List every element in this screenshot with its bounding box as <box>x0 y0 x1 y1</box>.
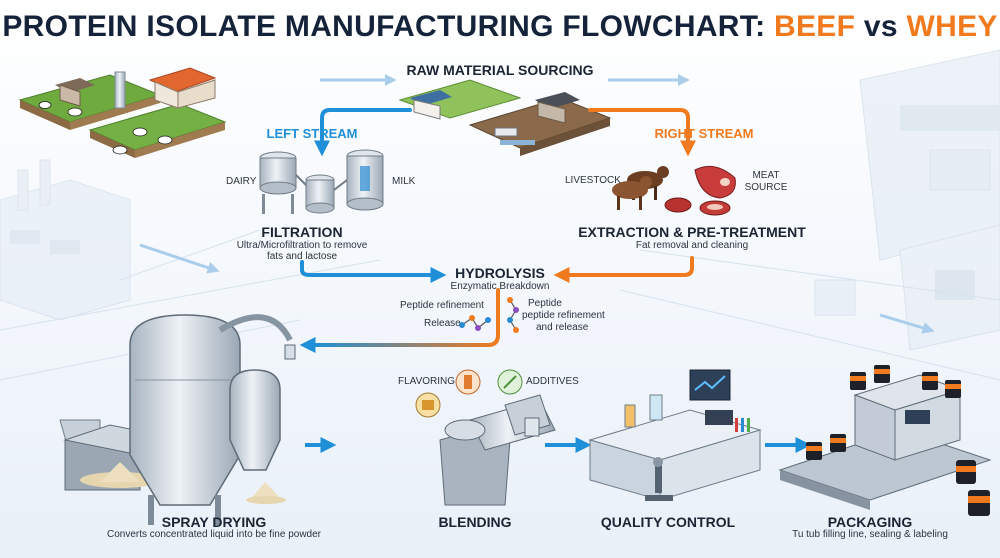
dairy-label: DAIRY <box>226 176 257 187</box>
packaging-description: Tu tub filling line, sealing & labeling <box>792 529 948 540</box>
raw-material-sourcing-label: RAW MATERIAL SOURCING <box>406 62 594 78</box>
factory-left-bg <box>0 159 131 321</box>
stream-connectors <box>299 108 696 353</box>
right-stream-label: RIGHT STREAM <box>654 126 754 141</box>
meat-source-label: MEAT SOURCE <box>745 170 788 194</box>
blending-stage-title: BLENDING <box>438 514 512 530</box>
meat-label-line1: MEAT <box>752 170 780 181</box>
release-label: Release <box>424 318 461 329</box>
filtration-description: Ultra/Microfiltration to remove fats and… <box>237 240 368 262</box>
test-tubes-icon <box>735 418 750 432</box>
filtration-stage-title: FILTRATION <box>261 224 343 240</box>
title-vs: vs <box>855 10 907 43</box>
peptide-refinement-label: Peptide refinement <box>400 300 484 311</box>
extraction-description: Fat removal and cleaning <box>635 240 749 251</box>
meat-source-illustration <box>664 165 736 216</box>
meat-label-line2: SOURCE <box>744 182 788 193</box>
filtration-desc-line2: fats and lactose <box>266 251 338 262</box>
peptide-label: Peptide <box>528 298 562 309</box>
livestock-label: LIVESTOCK <box>565 175 621 186</box>
protein-tubs-icon <box>806 365 990 516</box>
title-prefix: PROTEIN ISOLATE MANUFACTURING FLOWCHART: <box>2 10 775 43</box>
extraction-stage-title: EXTRACTION & PRE-TREATMENT <box>578 224 806 240</box>
packaging-line-illustration <box>778 365 992 516</box>
dairy-tanks-illustration <box>259 149 384 214</box>
peptide-chain-icon <box>507 297 519 333</box>
title-whey: WHEY <box>906 10 998 43</box>
additives-label: ADDITIVES <box>526 376 579 387</box>
background-arrows <box>139 74 935 334</box>
quality-control-stage-title: QUALITY CONTROL <box>600 514 736 530</box>
qc-lab-illustration <box>588 369 762 501</box>
peptide-molecule-icon <box>459 315 491 331</box>
page-title: PROTEIN ISOLATE MANUFACTURING FLOWCHART:… <box>0 10 1000 44</box>
hydrolysis-description: Enzymatic Breakdown <box>450 281 550 292</box>
filtration-desc-line1: Ultra/Microfiltration to remove <box>236 240 368 251</box>
spray-drying-stage-title: SPRAY DRYING <box>161 514 267 530</box>
spray-drying-description: Converts concentrated liquid into be fin… <box>106 529 322 540</box>
background-paths <box>0 229 1000 381</box>
milk-label: MILK <box>392 176 416 187</box>
spray-dryer-illustration <box>59 314 296 525</box>
factory-right-bg <box>814 49 1000 351</box>
packaging-stage-title: PACKAGING <box>827 514 913 530</box>
microscope-icon <box>645 457 673 501</box>
dairy-farm-illustration <box>18 67 227 158</box>
left-stream-label: LEFT STREAM <box>266 126 358 141</box>
hydrolysis-stage-title: HYDROLYSIS <box>455 265 545 281</box>
blender-illustration <box>415 369 556 506</box>
peptide-refinement-right-label: peptide refinement <box>522 310 605 321</box>
livestock-illustration <box>612 166 669 210</box>
central-farm-illustration <box>398 79 612 156</box>
title-beef: BEEF <box>774 10 856 43</box>
flavoring-label: FLAVORING <box>398 376 456 387</box>
and-release-label: and release <box>536 322 589 333</box>
